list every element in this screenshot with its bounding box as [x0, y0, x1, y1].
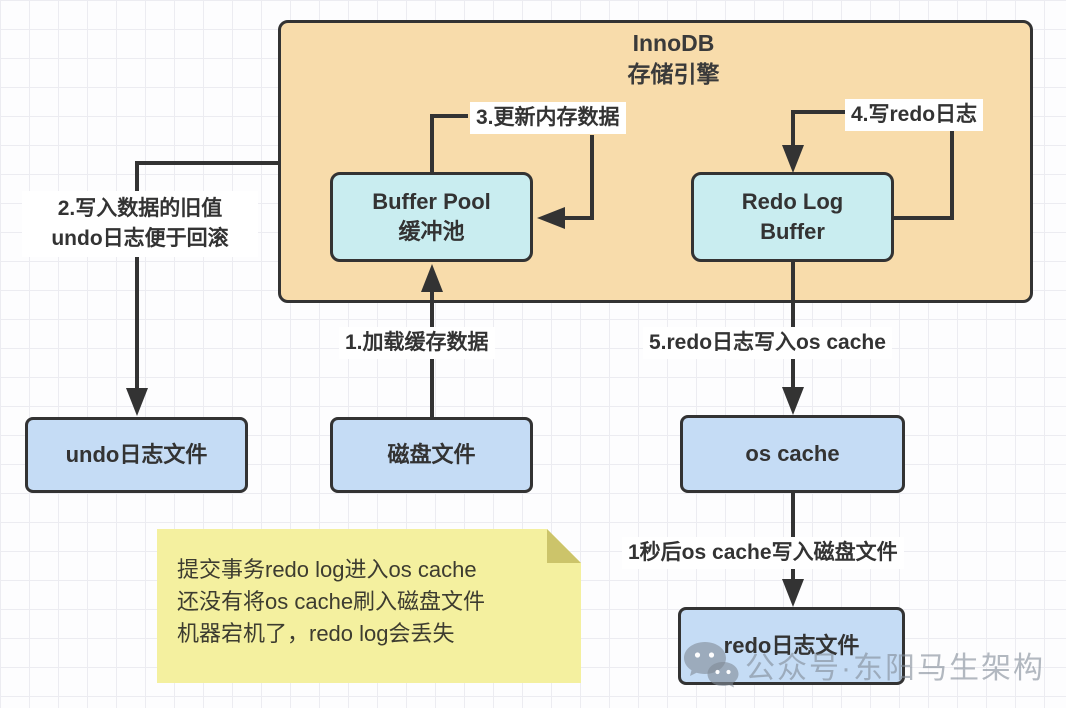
- undo-log-file-node: undo日志文件: [25, 417, 248, 493]
- redo-log-buffer-line1: Redo Log: [741, 189, 844, 214]
- note-line2: 还没有将os cache刷入磁盘文件: [177, 589, 486, 614]
- step1-label: 1.加载缓存数据: [339, 327, 495, 359]
- buffer-pool-line2: 缓冲池: [398, 219, 465, 244]
- step2-line2: undo日志便于回滚: [51, 227, 229, 250]
- redo-log-file-node: redo日志文件: [678, 607, 905, 685]
- step6-label: 1秒后os cache写入磁盘文件: [622, 537, 904, 569]
- redo-log-buffer-line2: Buffer: [760, 219, 825, 244]
- step4-label: 4.写redo日志: [845, 99, 984, 131]
- step2-label: 2.写入数据的旧值 undo日志便于回滚: [22, 191, 258, 257]
- os-cache-node: os cache: [680, 415, 905, 493]
- step5-label: 5.redo日志写入os cache: [643, 327, 892, 359]
- buffer-pool-line1: Buffer Pool: [372, 189, 491, 214]
- os-cache-label: os cache: [745, 441, 840, 466]
- sticky-note-fold-corner: [547, 529, 581, 563]
- redo-log-file-label: redo日志文件: [723, 633, 860, 658]
- note-line1: 提交事务redo log进入os cache: [177, 557, 477, 582]
- redo-log-buffer-node: Redo Log Buffer: [691, 172, 894, 262]
- disk-file-node: 磁盘文件: [330, 417, 533, 493]
- innodb-title-line1: InnoDB: [632, 30, 715, 56]
- innodb-title-line2: 存储引擎: [627, 61, 720, 87]
- step3-label: 3.更新内存数据: [470, 102, 626, 134]
- buffer-pool-node: Buffer Pool 缓冲池: [330, 172, 533, 262]
- sticky-note: 提交事务redo log进入os cache 还没有将os cache刷入磁盘文…: [157, 529, 581, 683]
- note-line3: 机器宕机了，redo log会丢失: [177, 621, 455, 646]
- innodb-engine-title: InnoDB 存储引擎: [278, 28, 1033, 90]
- disk-file-label: 磁盘文件: [387, 442, 476, 467]
- undo-log-file-label: undo日志文件: [65, 442, 208, 467]
- step2-line1: 2.写入数据的旧值: [57, 197, 223, 220]
